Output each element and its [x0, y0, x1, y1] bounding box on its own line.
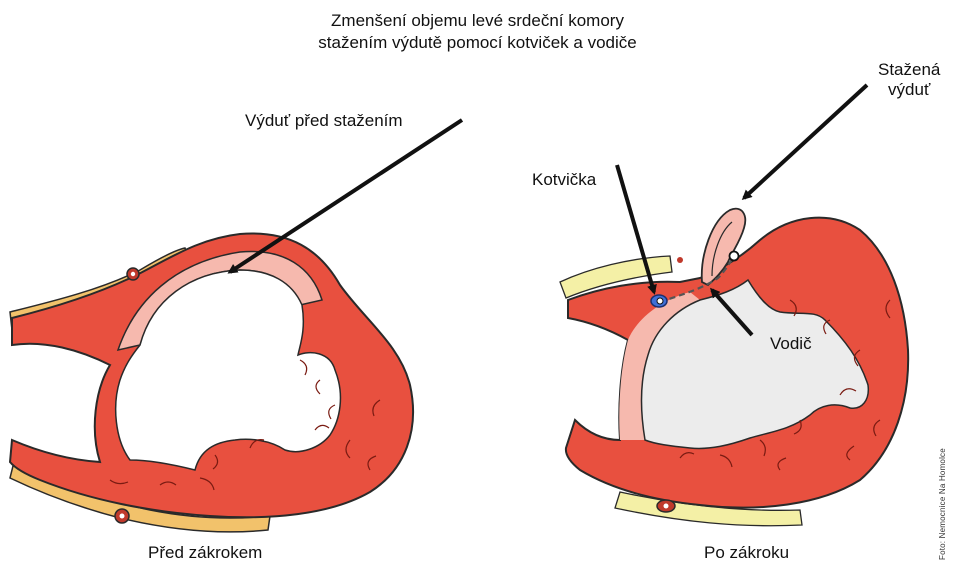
caption-after: Po zákroku — [704, 543, 789, 563]
photo-credit: Foto: Nemocnice Na Homolce — [938, 448, 947, 560]
heart-after — [560, 209, 908, 526]
label-aneurysm-before: Výduť před stažením — [245, 111, 403, 131]
arrow-aneurysm-before — [230, 120, 462, 272]
anchor-right — [730, 252, 739, 261]
coronary-vessel-top-right — [677, 257, 683, 263]
heart-before — [10, 233, 413, 531]
label-contracted-line-2: výduť — [878, 80, 940, 100]
label-guidewire: Vodič — [770, 334, 812, 354]
arrow-contracted-aneurysm — [744, 85, 867, 198]
caption-before: Před zákrokem — [148, 543, 262, 563]
label-contracted-line-1: Stažená — [878, 60, 940, 80]
label-contracted-aneurysm: Stažená výduť — [878, 60, 940, 100]
label-anchor: Kotvička — [532, 170, 596, 190]
